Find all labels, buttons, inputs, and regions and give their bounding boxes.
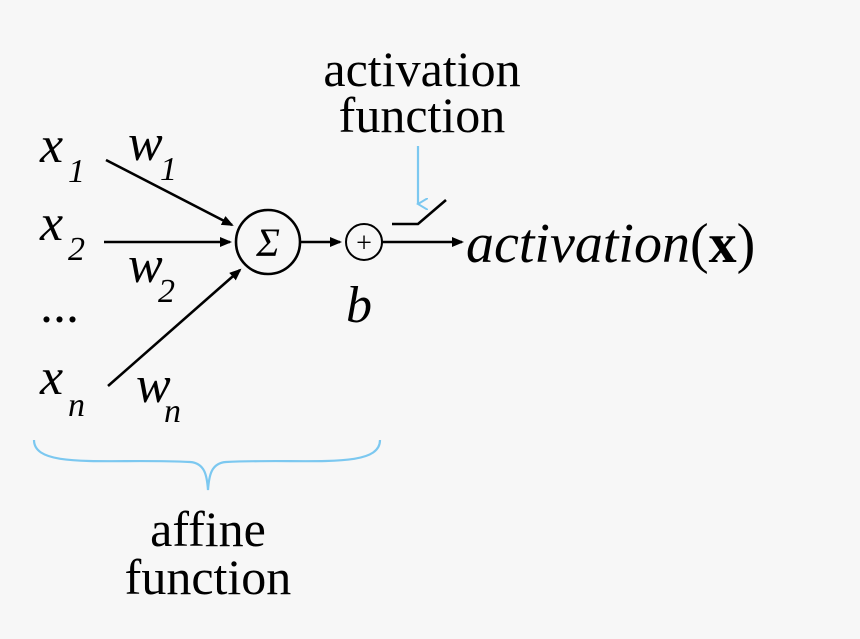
weight-w1-sub: 1 [160, 151, 177, 188]
input-x2-sub: 2 [68, 231, 85, 268]
input-ellipsis: ... [40, 277, 79, 334]
arrow-xn-to-sum [107, 268, 242, 387]
affine-brace [32, 439, 382, 491]
plus-symbol: + [356, 228, 372, 259]
output-open-paren: ( [690, 213, 709, 275]
svg-text:activation(x): activation(x) [466, 213, 755, 275]
weight-wn-base: w [136, 357, 171, 414]
output-close-paren: ) [737, 213, 756, 275]
output-expression: activation(x) [466, 213, 755, 275]
activation-label-line1: activation [323, 41, 520, 97]
input-x2: x 2 [39, 195, 85, 268]
arrow-x1-to-sum [105, 158, 234, 227]
input-xn: x n [39, 349, 85, 424]
affine-label-line1: affine [150, 501, 266, 557]
weight-w1-base: w [128, 115, 163, 172]
weight-wn: w n [136, 357, 181, 430]
input-xn-base: x [39, 349, 63, 406]
activation-switch-icon [392, 199, 447, 226]
output-arg: x [709, 213, 737, 275]
weight-w1: w 1 [128, 115, 177, 188]
output-fn: activation [466, 213, 690, 275]
input-x1-sub: 1 [68, 153, 85, 190]
bias-label: b [346, 277, 372, 334]
sum-symbol: Σ [255, 220, 280, 265]
weight-w2-sub: 2 [158, 273, 175, 310]
weight-w2-base: w [128, 237, 163, 294]
input-x2-base: x [39, 195, 63, 252]
input-x1: x 1 [39, 117, 85, 190]
weight-wn-sub: n [164, 393, 181, 430]
affine-label-line2: function [125, 549, 292, 605]
weight-w2: w 2 [128, 237, 175, 310]
input-xn-sub: n [68, 387, 85, 424]
activation-label-line2: function [339, 87, 506, 143]
input-x1-base: x [39, 117, 63, 174]
